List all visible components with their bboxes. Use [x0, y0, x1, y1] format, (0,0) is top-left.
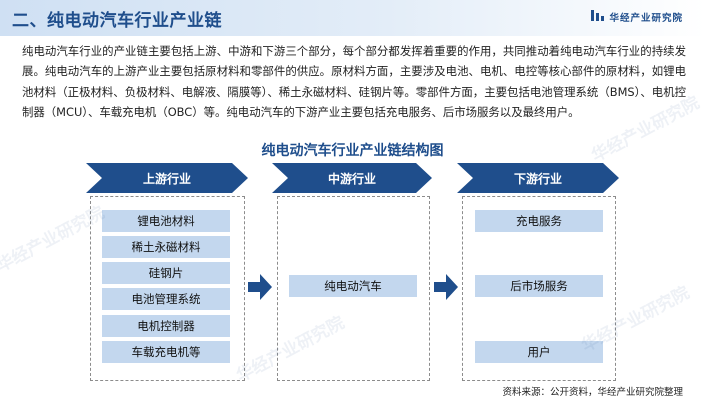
stage-upstream: 上游行业 — [86, 163, 248, 193]
diagram-title: 纯电动汽车行业产业链结构图 — [261, 143, 444, 159]
upstream-item: 锂电池材料 — [102, 210, 230, 232]
flow-arrow-icon — [434, 274, 458, 300]
upstream-item: 电池管理系统 — [102, 288, 230, 310]
intro-paragraph: 纯电动汽车行业的产业链主要包括上游、中游和下游三个部分，每个部分都发挥着重要的作… — [22, 44, 686, 119]
flow-arrow-icon — [248, 274, 272, 300]
brand-name: 华经产业研究院 — [609, 13, 683, 24]
section-title: 二、纯电动汽车行业产业链 — [12, 11, 222, 31]
brand: 华经产业研究院 — [591, 10, 683, 24]
upstream-item: 电机控制器 — [102, 315, 230, 337]
source-note: 资料来源：公开资料，华经产业研究院整理 — [502, 387, 683, 398]
midstream-item: 纯电动汽车 — [289, 275, 417, 297]
upstream-item: 稀土永磁材料 — [102, 236, 230, 258]
stage-midstream: 中游行业 — [272, 163, 432, 193]
upstream-box — [90, 196, 245, 381]
midstream-box — [277, 196, 430, 381]
upstream-item: 硅钢片 — [102, 262, 230, 284]
brand-logo-icon — [591, 10, 605, 24]
upstream-item: 车载充电机等 — [102, 341, 230, 363]
downstream-item: 用户 — [475, 341, 603, 363]
downstream-box — [462, 196, 616, 381]
downstream-item: 充电服务 — [475, 210, 603, 232]
header-band — [0, 0, 705, 36]
downstream-item: 后市场服务 — [475, 275, 603, 297]
stage-downstream: 下游行业 — [457, 163, 619, 193]
